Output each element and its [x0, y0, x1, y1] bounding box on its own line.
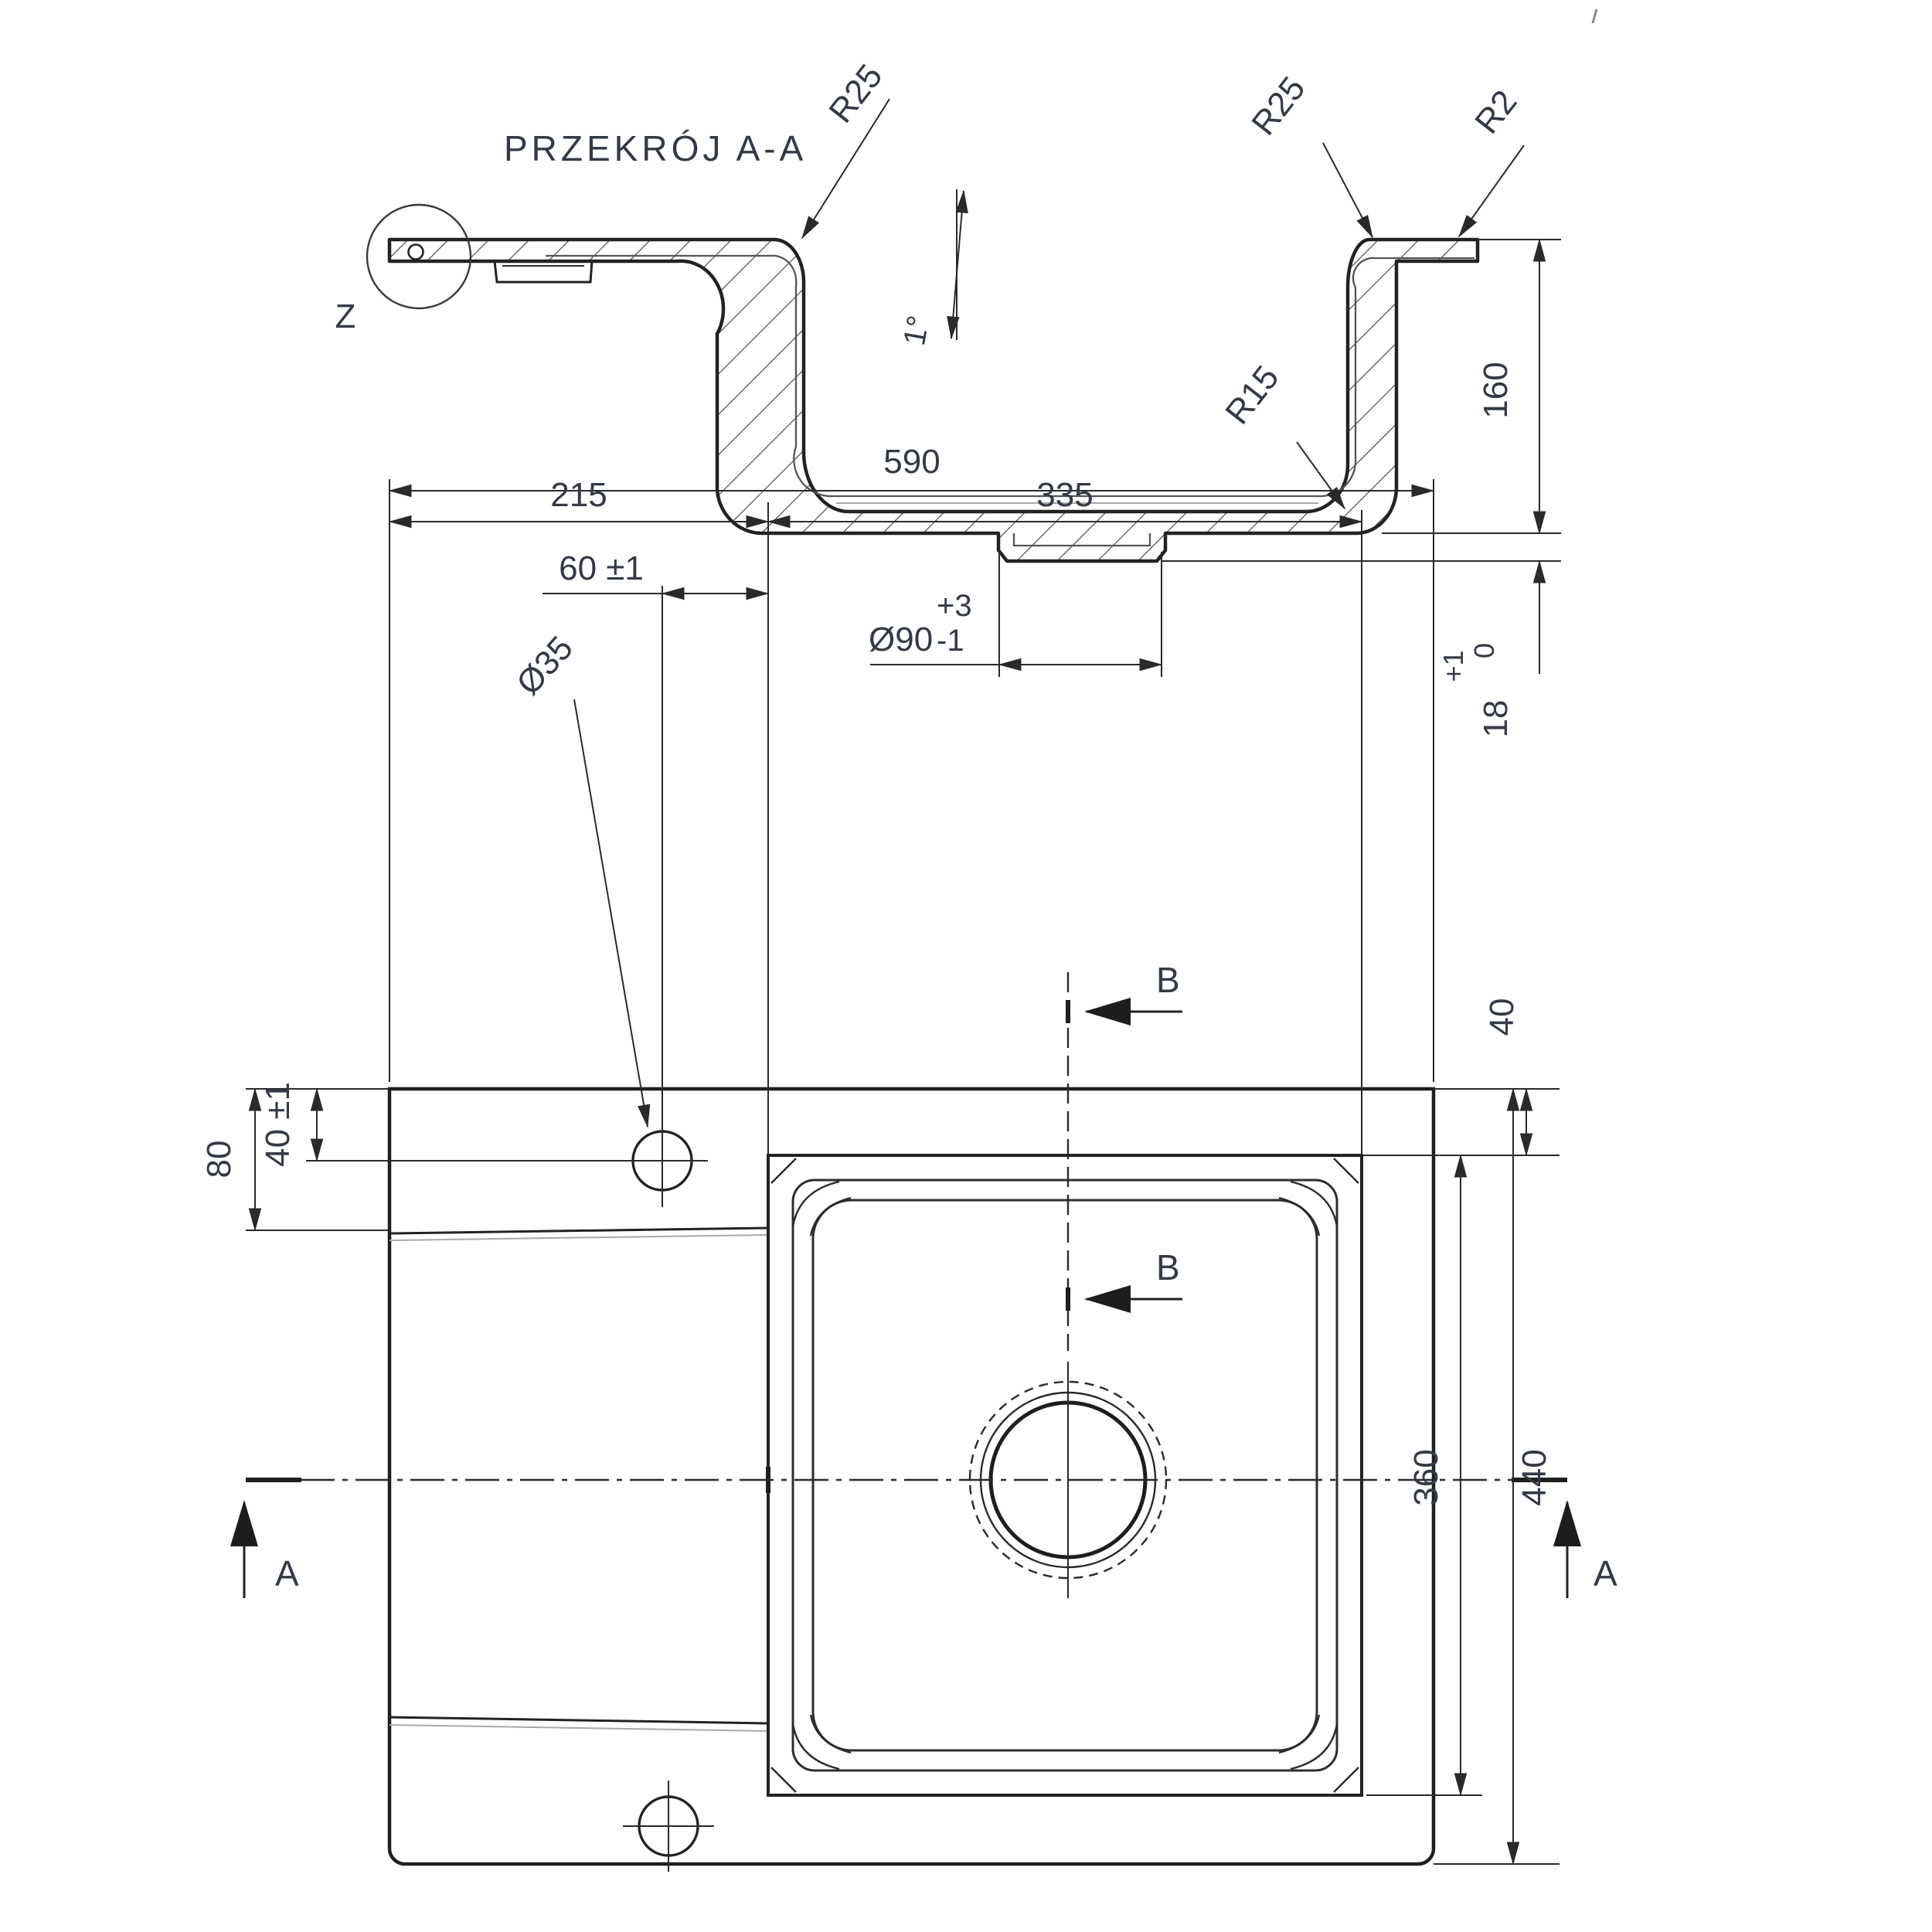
dim-width-590: 590 [388, 443, 1435, 1082]
section-view: PRZEKRÓJ A-A Z 1° [335, 57, 1561, 737]
detail-z-circle [366, 203, 472, 310]
fillet-rim-right-label: R25 [1244, 70, 1312, 142]
dim-hole-top-40: 40 ±1 [246, 1082, 617, 1167]
section-line-a: A A [230, 1478, 1621, 1598]
dim-thickness-tol-zero: 0 [1468, 643, 1500, 658]
dim-drain-90: Ø90 +3 -1 [869, 552, 1163, 677]
edge-lip-detail [407, 243, 424, 260]
dim-rim-right-label: 40 [1483, 998, 1521, 1036]
dim-thickness-tol-plus: +1 [1437, 650, 1469, 682]
dim-width-590-label: 590 [883, 443, 940, 481]
dim-hole-top-label: 40 ±1 [259, 1082, 297, 1167]
radius-leaders: R25 R25 R2 R15 [801, 57, 1525, 510]
edge-clip-detail [407, 243, 594, 284]
detail-z: Z [335, 203, 472, 335]
dim-hole-dia-35: Ø35 [509, 629, 651, 1128]
drainer-ledges [389, 1226, 769, 1732]
dim-drain-tol-minus: -1 [937, 624, 964, 658]
dim-width-335: 335 [767, 476, 1363, 1155]
section-line-b: B B [1066, 960, 1184, 1351]
scan-artifact [1591, 9, 1598, 24]
dim-width-215: 215 [388, 476, 770, 1155]
clip-channel [493, 260, 594, 284]
dim-ledge-top-80: 80 [200, 1087, 389, 1232]
basin [766, 1154, 1363, 1797]
plan-view: A A B B 590 215 335 [200, 443, 1621, 1872]
dim-basin-length-360: 360 [1366, 1154, 1482, 1797]
fillet-rim-left-label: R25 [821, 57, 889, 130]
countertop-outline [387, 1087, 1436, 1866]
dim-depth-160: 160 [1382, 238, 1561, 535]
section-title: PRZEKRÓJ A-A [504, 128, 807, 168]
draft-angle-annotation: 1° [897, 189, 968, 348]
section-b-label-top: B [1156, 960, 1184, 1000]
dim-thickness-18: 18 +1 0 [1161, 490, 1561, 737]
bottom-hole [623, 1781, 714, 1872]
dim-height-label: 440 [1515, 1449, 1553, 1505]
fillet-edge-label: R2 [1468, 83, 1524, 141]
dim-hole-offset-label: 60 ±1 [559, 549, 644, 587]
dim-hole-offset-60: 60 ±1 [543, 549, 770, 600]
basin-mid-rect [791, 1179, 1338, 1772]
dim-hole-dia-label: Ø35 [509, 629, 580, 702]
dim-basin-length-label: 360 [1407, 1449, 1445, 1505]
section-a-label-left: A [275, 1553, 303, 1594]
basin-corner-blends [770, 1158, 1359, 1793]
dim-drain-label: Ø90 [869, 621, 933, 658]
section-cut-body [387, 237, 1480, 563]
dim-drain-tol-plus: +3 [937, 589, 972, 623]
detail-z-label: Z [335, 298, 356, 335]
fillet-bottom-label: R15 [1218, 359, 1286, 431]
basin-inner-rect [811, 1199, 1318, 1752]
dim-depth-label: 160 [1477, 362, 1515, 418]
dim-ledge-top-label: 80 [200, 1141, 238, 1179]
draft-angle-label: 1° [897, 313, 936, 348]
section-b-label-bottom: B [1156, 1247, 1184, 1287]
dim-width-215-label: 215 [550, 476, 607, 514]
faucet-hole [617, 586, 708, 1207]
dim-height-440: 440 [1434, 1087, 1560, 1866]
dim-thickness-label: 18 [1477, 700, 1515, 738]
dim-width-335-label: 335 [1036, 476, 1093, 514]
section-a-label-right: A [1594, 1553, 1621, 1594]
